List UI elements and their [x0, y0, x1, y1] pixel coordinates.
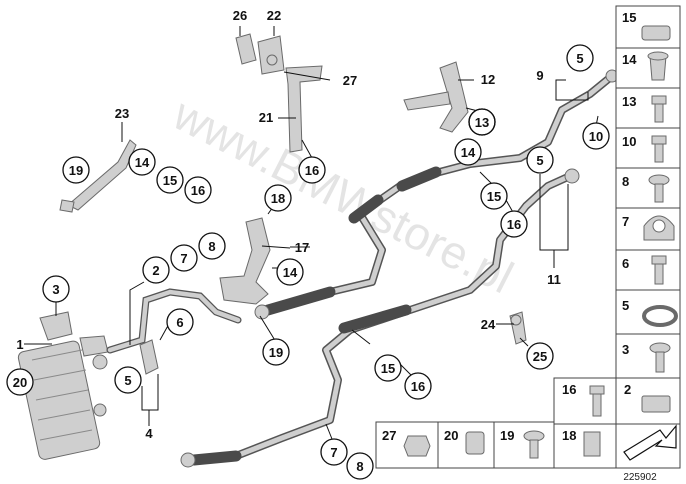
callout-15-lower: 15 [374, 354, 402, 382]
label-9: 9 [536, 68, 543, 83]
svg-text:13: 13 [475, 115, 489, 130]
legend-num-6: 6 [622, 256, 629, 271]
svg-text:16: 16 [305, 163, 319, 178]
callout-13-plain-circle [468, 108, 496, 136]
legend-num-2: 2 [624, 382, 631, 397]
callout-7-upper: 7 [170, 244, 198, 272]
callout-6: 6 [166, 308, 194, 336]
label-4: 4 [145, 426, 153, 441]
callout-15-upper: 15 [480, 182, 508, 210]
legend-num-18: 18 [562, 428, 576, 443]
svg-text:2: 2 [152, 263, 159, 278]
label-24: 24 [481, 317, 496, 332]
callout-5-right: 5 [526, 146, 554, 174]
label-12: 12 [481, 72, 495, 87]
legend-num-8: 8 [622, 174, 629, 189]
label-11: 11 [547, 272, 561, 287]
svg-text:14: 14 [135, 155, 150, 170]
svg-text:14: 14 [283, 265, 298, 280]
bracket-23 [59, 139, 137, 213]
clip-24 [509, 311, 527, 345]
svg-text:16: 16 [507, 217, 521, 232]
callout-18: 18 [264, 184, 292, 212]
hose-cooler-line [106, 288, 242, 375]
legend-right: 15 14 13 10 8 7 6 5 3 [615, 5, 681, 411]
bracket-21-26-22 [235, 33, 323, 153]
label-23: 23 [115, 106, 129, 121]
svg-text:15: 15 [381, 361, 395, 376]
legend-num-5: 5 [622, 298, 629, 313]
callout-19-left: 19 [62, 156, 90, 184]
callout-5-top: 5 [566, 44, 594, 72]
callout-16-topmid: 16 [298, 156, 326, 184]
legend-num-14: 14 [622, 52, 637, 67]
svg-text:20: 20 [13, 375, 27, 390]
callout-20: 20 [6, 368, 34, 396]
legend-num-27: 27 [382, 428, 396, 443]
bracket-17 [219, 217, 271, 305]
svg-text:5: 5 [124, 373, 131, 388]
callout-14-left: 14 [128, 148, 156, 176]
svg-text:6: 6 [176, 315, 183, 330]
callout-3: 3 [42, 275, 70, 303]
svg-text:19: 19 [69, 163, 83, 178]
svg-text:16: 16 [191, 183, 205, 198]
callout-25: 25 [526, 342, 554, 370]
legend-num-15: 15 [622, 10, 636, 25]
callout-19-mid: 19 [262, 338, 290, 366]
svg-text:10: 10 [589, 129, 603, 144]
callout-7-lower: 7 [320, 438, 348, 466]
callout-10: 10 [582, 122, 610, 150]
callout-2: 2 [142, 256, 170, 284]
bracket-12 [403, 61, 469, 133]
callout-5-left: 5 [114, 366, 142, 394]
svg-text:25: 25 [533, 349, 547, 364]
svg-text:5: 5 [576, 51, 583, 66]
callout-8-upper: 8 [198, 232, 226, 260]
label-26: 26 [233, 8, 247, 23]
svg-text:5: 5 [536, 153, 543, 168]
svg-text:8: 8 [208, 239, 215, 254]
legend-num-3: 3 [622, 342, 629, 357]
label-21: 21 [259, 110, 273, 125]
callout-8-lower: 8 [346, 452, 374, 480]
svg-text:7: 7 [180, 251, 187, 266]
label-1: 1 [16, 337, 23, 352]
legend-num-7: 7 [622, 214, 629, 229]
callout-15-left: 15 [156, 166, 184, 194]
legend-num-20: 20 [444, 428, 458, 443]
svg-text:15: 15 [163, 173, 177, 188]
legend-num-10: 10 [622, 134, 636, 149]
callout-16-left: 16 [184, 176, 212, 204]
svg-text:16: 16 [411, 379, 425, 394]
svg-text:15: 15 [487, 189, 501, 204]
legend-num-19: 19 [500, 428, 514, 443]
svg-text:14: 14 [461, 145, 476, 160]
oil-cooler [17, 311, 109, 460]
hose-upper-line [254, 72, 616, 320]
callout-16-upper: 16 [500, 210, 528, 238]
callout-14-mid: 14 [276, 258, 304, 286]
hose-lower-line [180, 69, 619, 468]
legend-bottom: 27 20 19 18 16 2 [375, 377, 681, 469]
label-22: 22 [267, 8, 281, 23]
legend-num-16: 16 [562, 382, 576, 397]
svg-text:7: 7 [330, 445, 337, 460]
watermark-text: www.BMWstore.pl [165, 87, 522, 303]
label-27: 27 [343, 73, 357, 88]
callout-14-upper: 14 [454, 138, 482, 166]
legend-num-13: 13 [622, 94, 636, 109]
document-id: 225902 [623, 472, 657, 483]
svg-text:3: 3 [52, 282, 59, 297]
svg-text:18: 18 [271, 191, 285, 206]
svg-text:8: 8 [356, 459, 363, 474]
callout-16-lower: 16 [404, 372, 432, 400]
svg-text:19: 19 [269, 345, 283, 360]
